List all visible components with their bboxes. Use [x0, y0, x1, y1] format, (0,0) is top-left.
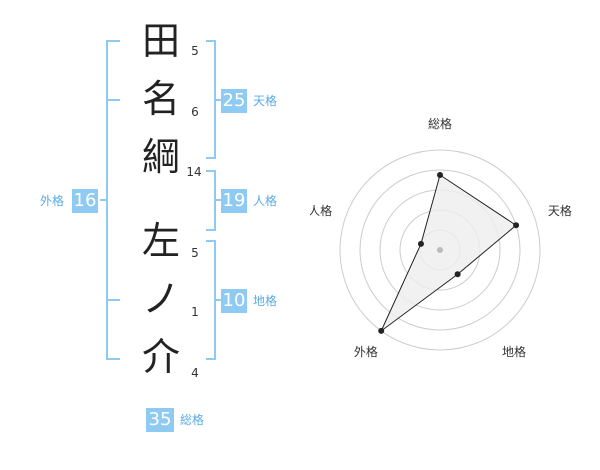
radar-ring-4 — [359, 169, 521, 331]
stroke-count-2: 6 — [191, 105, 199, 119]
name-char-2: 名 — [141, 77, 180, 121]
radar-ring-5 — [339, 149, 541, 351]
tenkaku-label: 天格 — [253, 94, 278, 108]
name-char-5: ノ — [141, 277, 180, 321]
gaikaku-label: 外格 — [40, 194, 65, 208]
radar-point-5 — [417, 240, 424, 247]
soukaku-label: 総格 — [180, 413, 205, 427]
radar-axis-label: 天格 — [548, 203, 572, 218]
name-char-6: 介 — [141, 335, 180, 379]
tenkaku-bracket-tick — [214, 99, 222, 101]
radar-axis-label: 人格 — [310, 203, 332, 218]
chikaku-bracket-tick — [214, 299, 222, 301]
radar-center-dot — [437, 247, 443, 253]
stroke-count-6: 4 — [191, 366, 199, 380]
jinkaku-bracket-tick — [214, 199, 222, 201]
radar-point-2 — [513, 222, 520, 229]
stroke-count-5: 1 — [191, 305, 199, 319]
stroke-count-1: 5 — [191, 44, 199, 58]
radar-point-4 — [378, 327, 385, 334]
jinkaku-label: 人格 — [253, 194, 278, 208]
radar-point-1 — [437, 172, 443, 178]
gaikaku-inner-tick-2 — [106, 299, 120, 301]
radar-axis-label: 総格 — [428, 116, 452, 131]
tenkaku-value-badge: 25 — [221, 89, 247, 113]
jinkaku-value-badge: 19 — [221, 189, 247, 213]
soukaku-value-badge: 35 — [146, 408, 174, 432]
name-char-1: 田 — [141, 19, 180, 63]
chikaku-value-badge: 10 — [221, 289, 247, 313]
stroke-count-3: 14 — [186, 165, 202, 179]
chikaku-label: 地格 — [253, 294, 278, 308]
name-char-3: 綱 — [141, 135, 180, 179]
gaikaku-inner-tick-1 — [106, 99, 120, 101]
radar-axis-label: 外格 — [354, 344, 378, 359]
radar-point-3 — [454, 271, 461, 278]
gaikaku-value-badge: 16 — [72, 189, 98, 213]
radar-axis-label: 地格 — [502, 344, 526, 359]
gaikaku-bracket-tick — [100, 199, 108, 201]
gaikaku-bracket — [106, 40, 120, 360]
stroke-count-4: 5 — [191, 246, 199, 260]
radar-area — [380, 174, 517, 332]
name-char-4: 左 — [141, 219, 180, 263]
